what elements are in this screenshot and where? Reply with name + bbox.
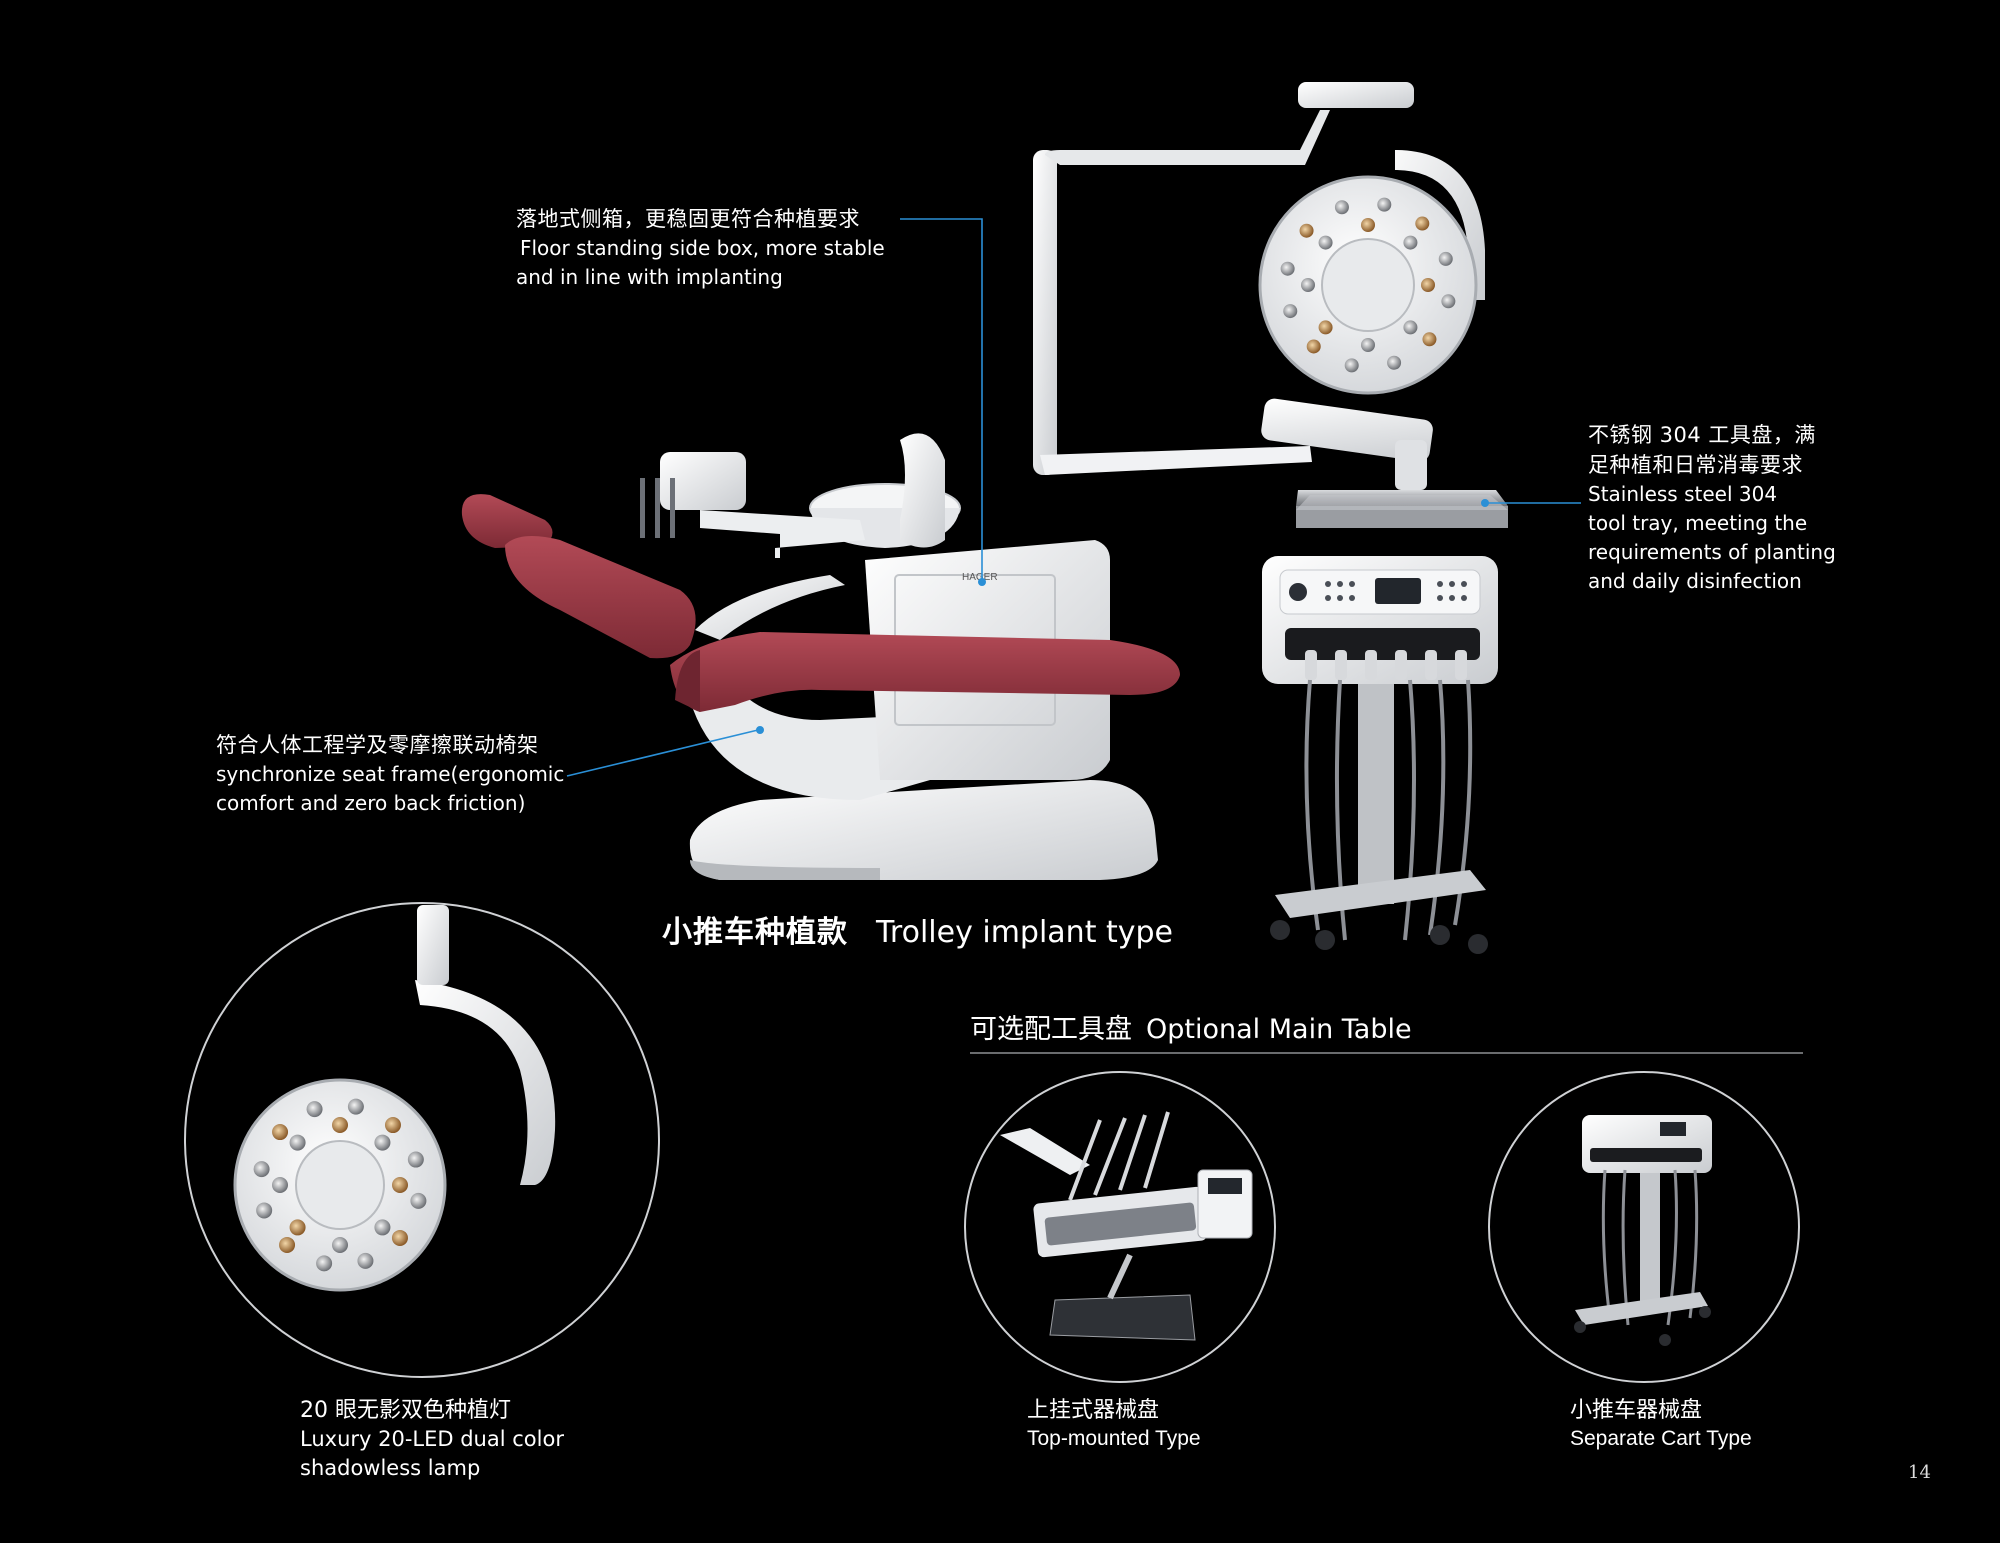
separate-cart-illustration [1488,1071,1800,1383]
led-bulb [357,1252,374,1269]
annotation-tool-tray-cn-1: 不锈钢 304 工具盘，满 [1588,423,1816,447]
product-caption-cn: 小推车种植款 [662,915,848,950]
leader-lines [566,218,1581,777]
page-number: 14 [1908,1462,1931,1483]
lamp-detail-en-1: Luxury 20-LED dual color [300,1427,564,1451]
optional-section-title: 可选配工具盘 Optional Main Table [970,1012,1412,1048]
option-separate-cart-cn: 小推车器械盘 [1570,1398,1703,1423]
led-bulb [272,1177,288,1193]
annotation-tool-tray-en-1: Stainless steel 304 [1588,482,1778,506]
led-bulb [1306,339,1321,354]
option-top-mounted-en: Top-mounted Type [1027,1427,1201,1450]
led-bulb [392,1177,408,1193]
led-bulb [1387,355,1402,370]
led-bulb [272,1124,289,1141]
led-bulb [1280,261,1295,276]
annotation-tool-tray-en-4: and daily disinfection [1588,569,1802,593]
annotation-tool-tray-en-2: tool tray, meeting the [1588,511,1808,535]
brand-logo-text: HAGER [962,572,998,583]
led-bulb [316,1255,333,1272]
option-separate-cart-en: Separate Cart Type [1570,1427,1752,1450]
option-top-mounted-caption: 上挂式器械盘 Top-mounted Type [1027,1397,1201,1452]
led-bulb [1299,223,1314,238]
led-bulb [1377,197,1392,212]
led-bulb [1438,251,1453,266]
annotation-tool-tray: 不锈钢 304 工具盘，满 足种植和日常消毒要求 Stainless steel… [1588,420,1836,596]
led-bulb [1361,218,1375,232]
tool-tray [1296,490,1508,528]
led-bulb [374,1219,391,1236]
led-bulb [391,1229,408,1246]
annotation-seat-frame-en-2: comfort and zero back friction) [216,791,526,815]
led-bulb [1421,278,1435,292]
product-caption: 小推车种植款 Trolley implant type [662,913,1173,953]
annotation-seat-frame-cn: 符合人体工程学及零摩擦联动椅架 [216,733,539,757]
lamp-detail-cn: 20 眼无影双色种植灯 [300,1398,511,1423]
led-bulb [289,1219,306,1236]
led-bulb [1361,338,1375,352]
led-bulb [332,1117,348,1133]
led-bulb [1334,200,1349,215]
tray-arm [1261,398,1433,490]
trolley-cart [1262,556,1498,954]
led-bulb [1318,320,1333,335]
led-bulb [1403,235,1418,250]
led-bulb [1415,216,1430,231]
annotation-side-box-en-2: and in line with implanting [516,265,783,289]
led-bulb [1403,320,1418,335]
led-bulb [1318,235,1333,250]
led-bulb [347,1098,364,1115]
led-bulb [332,1237,348,1253]
led-bulb [289,1134,306,1151]
annotation-seat-frame: 符合人体工程学及零摩擦联动椅架 synchronize seat frame(e… [216,730,564,818]
led-bulb [253,1161,270,1178]
light-post [1033,82,1485,475]
annotation-tool-tray-cn-2: 足种植和日常消毒要求 [1588,453,1803,477]
annotation-seat-frame-en-1: synchronize seat frame(ergonomic [216,762,565,786]
lamp-detail-en-2: shadowless lamp [300,1456,481,1480]
lamp-detail-caption: 20 眼无影双色种植灯 Luxury 20-LED dual color sha… [300,1397,564,1483]
annotation-side-box: 落地式侧箱，更稳固更符合种植要求 Floor standing side box… [516,204,885,292]
option-top-mounted-cn: 上挂式器械盘 [1027,1398,1160,1423]
annotation-side-box-cn: 落地式侧箱，更稳固更符合种植要求 [516,207,860,231]
led-bulb [1422,332,1437,347]
option-separate-cart-caption: 小推车器械盘 Separate Cart Type [1570,1397,1752,1452]
dental-chair: HAGER [461,433,1180,880]
led-bulb [1344,358,1359,373]
annotation-tool-tray-en-3: requirements of planting [1588,540,1836,564]
led-bulb [1283,304,1298,319]
product-caption-en: Trolley implant type [876,915,1174,950]
led-bulb [306,1101,323,1118]
led-bulb [279,1236,296,1253]
led-bulb [407,1151,424,1168]
top-mounted-illustration [964,1071,1276,1383]
led-bulb [410,1192,427,1209]
operating-lamp [1258,175,1478,395]
lamp-detail-illustration [184,902,660,1378]
optional-section-title-cn: 可选配工具盘 [970,1014,1132,1045]
optional-section-title-en: Optional Main Table [1146,1014,1412,1045]
annotation-side-box-en-1: Floor standing side box, more stable [520,236,885,260]
led-bulb [1301,278,1315,292]
led-bulb [384,1117,401,1134]
led-bulb [256,1202,273,1219]
led-bulb [374,1134,391,1151]
led-bulb [1441,294,1456,309]
